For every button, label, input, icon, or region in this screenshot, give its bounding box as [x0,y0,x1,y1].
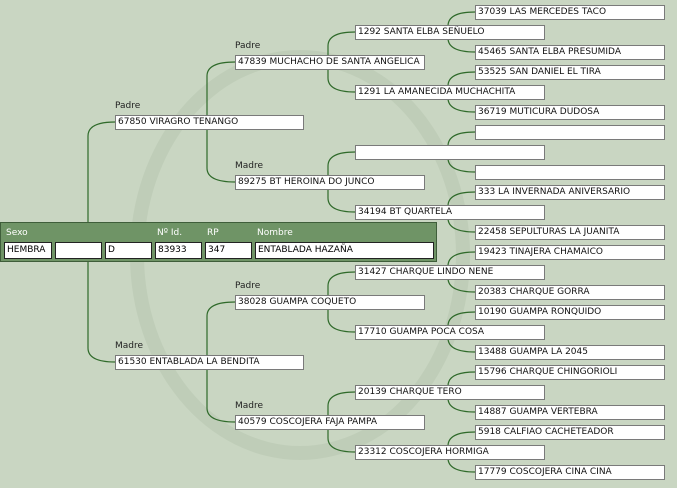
gen3-ancestor-box[interactable]: 31427 CHARQUE LINDO NENE [355,265,545,280]
gen4-ancestor-box[interactable]: 37039 LAS MERCEDES TACO [475,5,665,20]
pedigree-connector [447,251,476,267]
field-2[interactable] [55,242,102,259]
pedigree-connector [206,301,236,355]
rp-field[interactable]: 347 [205,242,252,259]
padre-label: Padre [235,281,261,291]
nombre-header: Nombre [257,228,293,238]
madre-label: Madre [115,341,144,351]
gen4-ancestor-box[interactable]: 13488 GUAMPA LA 2045 [475,345,665,360]
pedigree-connector [206,370,236,423]
nombre-field[interactable]: ENTABLADA HAZAÑA [255,242,434,259]
pedigree-connector [206,130,236,183]
gen1-ancestor-box[interactable]: 67850 VIRAGRO TENANGO [115,115,304,130]
gen4-ancestor-box[interactable] [475,165,665,180]
gen3-ancestor-box[interactable]: 17710 GUAMPA POCA COSA [355,325,545,340]
sexo-field[interactable]: HEMBRA [4,242,52,259]
gen4-ancestor-box[interactable]: 17779 COSCOJERA CINA CINA [475,465,665,480]
pedigree-connector [447,191,476,207]
pedigree-connector [447,97,476,113]
pedigree-connector [447,217,476,233]
gen2-ancestor-box[interactable]: 38028 GUAMPA COQUETO [235,295,425,310]
pedigree-connector [447,337,476,353]
madre-label: Madre [235,401,264,411]
gen1-ancestor-box[interactable]: 61530 ENTABLADA LA BENDITA [115,355,304,370]
gen3-ancestor-box[interactable]: 20139 CHARQUE TERO [355,385,545,400]
pedigree-connector [447,457,476,473]
gen4-ancestor-box[interactable]: 20383 CHARQUE GORRA [475,285,665,300]
subject-panel: Sexo Nº Id. RP Nombre HEMBRA D 83933 347… [0,222,437,262]
pedigree-connector [447,277,476,293]
gen4-ancestor-box[interactable]: 45465 SANTA ELBA PRESUMIDA [475,45,665,60]
gen4-ancestor-box[interactable]: 53525 SAN DANIEL EL TIRA [475,65,665,80]
gen4-ancestor-box[interactable]: 5918 CALFIAO CACHETEADOR [475,425,665,440]
gen4-ancestor-box[interactable]: 14887 GUAMPA VERTEBRA [475,405,665,420]
pedigree-connector [447,157,476,173]
gen3-ancestor-box[interactable]: 23312 COSCOJERA HORMIGA [355,445,545,460]
gen3-ancestor-box[interactable]: 1292 SANTA ELBA SEÑUELO [355,25,545,40]
gen4-ancestor-box[interactable]: 333 LA INVERNADA ANIVERSARIO [475,185,665,200]
padre-label: Padre [235,41,261,51]
pedigree-connector [447,131,476,147]
sexo-header: Sexo [6,228,28,238]
pedigree-connector [447,11,476,27]
pedigree-connector [327,70,356,93]
pedigree-connector [327,391,356,415]
pedigree-connector [447,371,476,387]
madre-label: Madre [235,161,264,171]
gen4-ancestor-box[interactable]: 19423 TINAJERA CHAMAICO [475,245,665,260]
pedigree-connector [87,121,116,222]
pedigree-connector [327,151,356,175]
pedigree-connector [87,262,116,363]
gen4-ancestor-box[interactable]: 15796 CHARQUE CHINGORIOLI [475,365,665,380]
gen3-ancestor-box[interactable] [355,145,545,160]
gen4-ancestor-box[interactable] [475,125,665,140]
gen2-ancestor-box[interactable]: 89275 BT HEROINA DO JUNCO [235,175,425,190]
gen4-ancestor-box[interactable]: 36719 MUTICURA DUDOSA [475,105,665,120]
rp-header: RP [207,228,219,238]
id-field[interactable]: 83933 [155,242,202,259]
pedigree-connector [447,37,476,53]
pedigree-connector [327,31,356,55]
gen4-ancestor-box[interactable]: 10190 GUAMPA RONQUIDO [475,305,665,320]
field-3[interactable]: D [105,242,152,259]
gen4-ancestor-box[interactable]: 22458 SEPULTURAS LA JUANITA [475,225,665,240]
pedigree-connector [447,311,476,327]
padre-label: Padre [115,101,141,111]
pedigree-connector [447,71,476,87]
pedigree-connector [327,430,356,453]
id-header: Nº Id. [157,228,183,238]
gen3-ancestor-box[interactable]: 34194 BT QUARTELA [355,205,545,220]
gen3-ancestor-box[interactable]: 1291 LA AMANECIDA MUCHACHITA [355,85,545,100]
pedigree-connector [447,397,476,413]
pedigree-connector [327,310,356,333]
gen2-ancestor-box[interactable]: 40579 COSCOJERA FAJA PAMPA [235,415,425,430]
pedigree-connector [327,271,356,295]
gen2-ancestor-box[interactable]: 47839 MUCHACHO DE SANTA ANGELICA [235,55,425,70]
pedigree-connector [327,190,356,213]
pedigree-connector [447,431,476,447]
pedigree-connector [206,61,236,115]
